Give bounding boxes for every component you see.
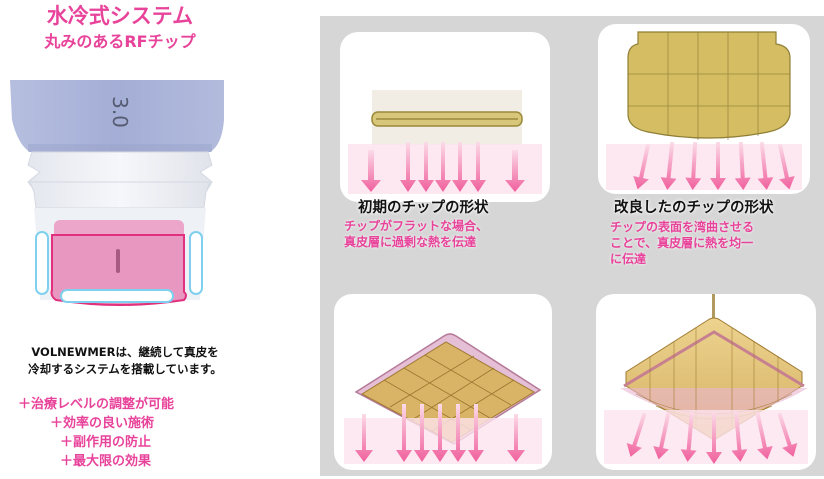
improved-text-line-1: チップの表面を湾曲させる	[610, 220, 755, 234]
improved-text-line-2: ことで、真皮層に熱を均一	[610, 236, 754, 250]
benefits-list: ＋治療レベルの調整が可能 ＋効率の良い施術 ＋副作用の防止 ＋最大限の効果	[0, 395, 250, 471]
rf-handpiece-icon	[10, 80, 224, 306]
initial-chip-description: チップがフラットな場合、 真皮層に過剰な熱を伝達	[344, 218, 488, 250]
comparison-panel: 初期のチップの形状 チップがフラットな場合、 真皮層に過剰な熱を伝達 改良したの…	[320, 16, 824, 476]
flat-chip-3d-icon	[344, 333, 542, 464]
initial-chip-3d-card	[334, 294, 552, 470]
curved-chip-3d-icon	[604, 294, 808, 464]
improved-chip-description: チップの表面を湾曲させる ことで、真皮層に熱を均一 に伝達	[610, 219, 754, 267]
heading-subtitle: 丸みのあるRFチップ	[44, 32, 196, 51]
tip-size-label: 3.0	[107, 96, 132, 128]
improved-chip-title: 改良したのチップの形状	[614, 200, 774, 216]
flat-chip-icon	[348, 90, 542, 194]
benefit-item: ＋効率の良い施術	[50, 416, 155, 431]
initial-text-line-2: 真皮層に過剰な熱を伝達	[344, 235, 477, 249]
improved-text-line-3: に伝達	[610, 252, 647, 266]
description: VOLNEWMERは、継続して真皮を 冷却するシステムを搭載しています。	[0, 344, 250, 378]
benefit-item: ＋治療レベルの調整が可能	[18, 397, 175, 412]
benefit-item: ＋最大限の効果	[60, 454, 152, 469]
improved-chip-card	[598, 24, 810, 194]
initial-chip-card	[340, 32, 550, 202]
curved-chip-icon	[606, 31, 802, 190]
heading-title: 水冷式システム	[46, 4, 194, 28]
device-illustration: 3.0	[0, 60, 240, 320]
initial-chip-title: 初期のチップの形状	[358, 200, 489, 216]
description-line-2: 冷却するシステムを搭載しています。	[28, 362, 222, 376]
improved-chip-3d-card	[596, 294, 816, 470]
initial-text-line-1: チップがフラットな場合、	[344, 219, 489, 233]
benefit-item: ＋副作用の防止	[60, 435, 152, 450]
description-line-1: VOLNEWMERは、継続して真皮を	[31, 345, 219, 359]
left-column: 水冷式システム 丸みのあるRFチップ	[0, 0, 250, 479]
